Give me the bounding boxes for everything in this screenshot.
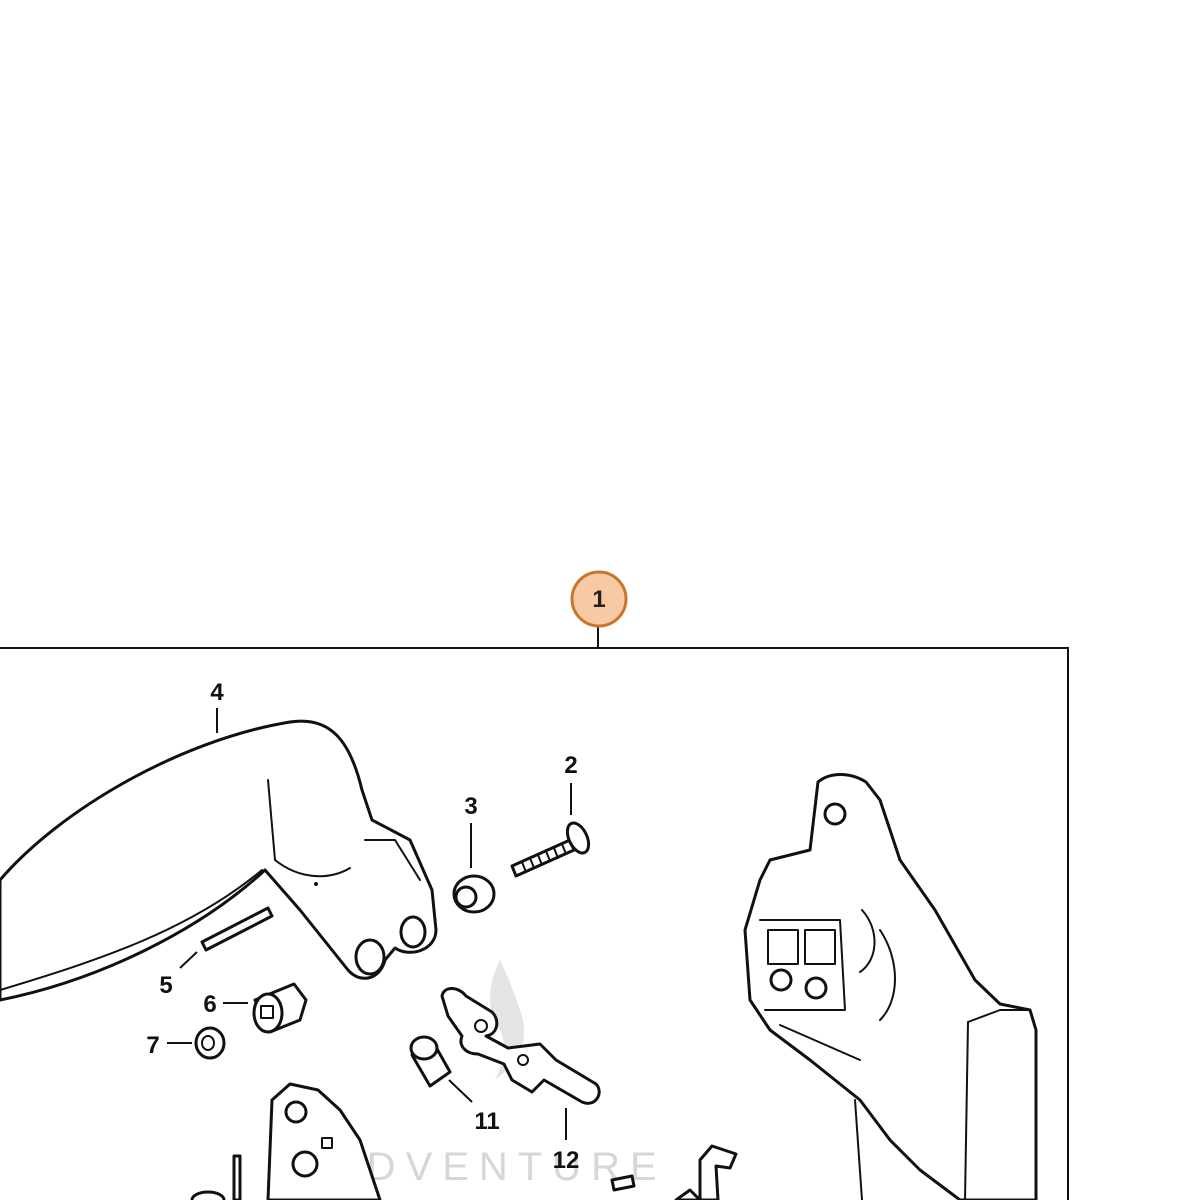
part-small-pin — [610, 1174, 636, 1192]
callout-2[interactable]: 2 — [564, 752, 577, 779]
callout-6[interactable]: 6 — [203, 991, 216, 1018]
part-bottom-clip — [674, 1144, 738, 1200]
leader-5 — [179, 951, 198, 969]
part-12-lever — [440, 987, 601, 1105]
part-4-guard-arm — [0, 719, 438, 1002]
watermark-text: ADVENTURE — [330, 1145, 667, 1189]
part-2-bolt — [510, 821, 591, 878]
part-5-pin — [200, 906, 274, 952]
callout-4[interactable]: 4 — [210, 679, 224, 706]
assembly-callout-badge[interactable]: 1 — [570, 570, 628, 628]
callout-12[interactable]: 12 — [553, 1147, 580, 1174]
part-small-bolt — [190, 1154, 242, 1200]
part-6-nut — [252, 982, 308, 1034]
part-7-small-nut — [194, 1026, 226, 1060]
callout-3[interactable]: 3 — [464, 793, 477, 820]
part-3-bushing — [452, 874, 496, 914]
part-lower-bracket — [266, 1082, 382, 1200]
assembly-callout-number: 1 — [592, 586, 605, 613]
callout-5[interactable]: 5 — [159, 972, 172, 999]
watermark: ADVENTURE — [330, 960, 667, 1189]
part-clutch-housing — [743, 773, 1038, 1200]
callout-11[interactable]: 11 — [474, 1108, 499, 1135]
callout-7[interactable]: 7 — [146, 1032, 159, 1059]
part-11-sleeve — [409, 1035, 452, 1088]
assembly-frame — [0, 647, 1069, 1200]
leader-11 — [448, 1079, 473, 1103]
